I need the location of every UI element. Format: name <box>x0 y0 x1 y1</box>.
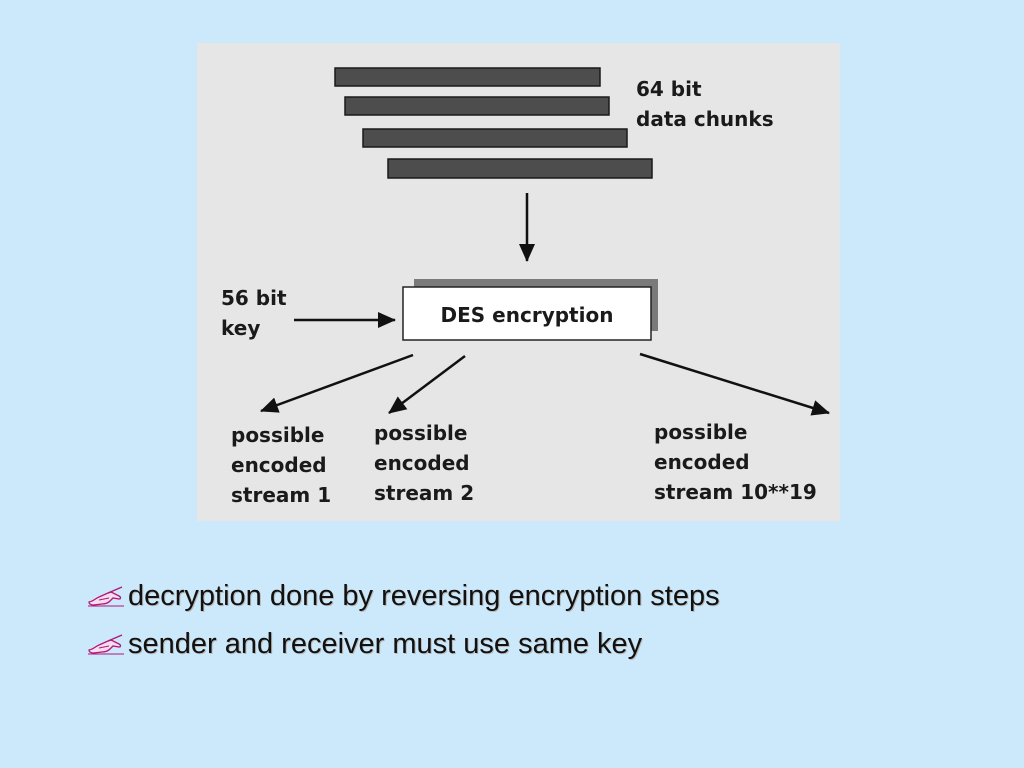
stream-n-label: possible encoded stream 10**19 <box>654 420 817 504</box>
bullet-item: sender and receiver must use same key <box>86 620 720 668</box>
bullet-text: sender and receiver must use same key <box>128 628 643 660</box>
des-encryption-box <box>402 286 652 341</box>
data-chunk <box>334 67 601 87</box>
data-chunks-label: 64 bit data chunks <box>636 77 774 131</box>
data-chunk <box>387 158 653 179</box>
data-chunk <box>344 96 610 116</box>
stream-1-label: possible encoded stream 1 <box>231 423 334 507</box>
hand-writing-icon <box>88 586 124 607</box>
stream-1-arrow <box>260 353 414 413</box>
bullet-text: decryption done by reversing encryption … <box>128 580 720 612</box>
des-diagram: 64 bit data chunks DES encryption 56 bit… <box>197 43 840 521</box>
stream-2-arrow <box>388 355 466 414</box>
key-label: 56 bit key <box>221 286 294 340</box>
bullet-list: decryption done by reversing encryption … <box>86 572 720 668</box>
des-encryption-label: DES encryption <box>441 303 614 327</box>
hand-writing-icon <box>88 634 124 655</box>
stream-n-arrow <box>639 352 830 416</box>
data-chunk <box>362 128 628 148</box>
bullet-item: decryption done by reversing encryption … <box>86 572 720 620</box>
stream-2-label: possible encoded stream 2 <box>374 421 477 505</box>
